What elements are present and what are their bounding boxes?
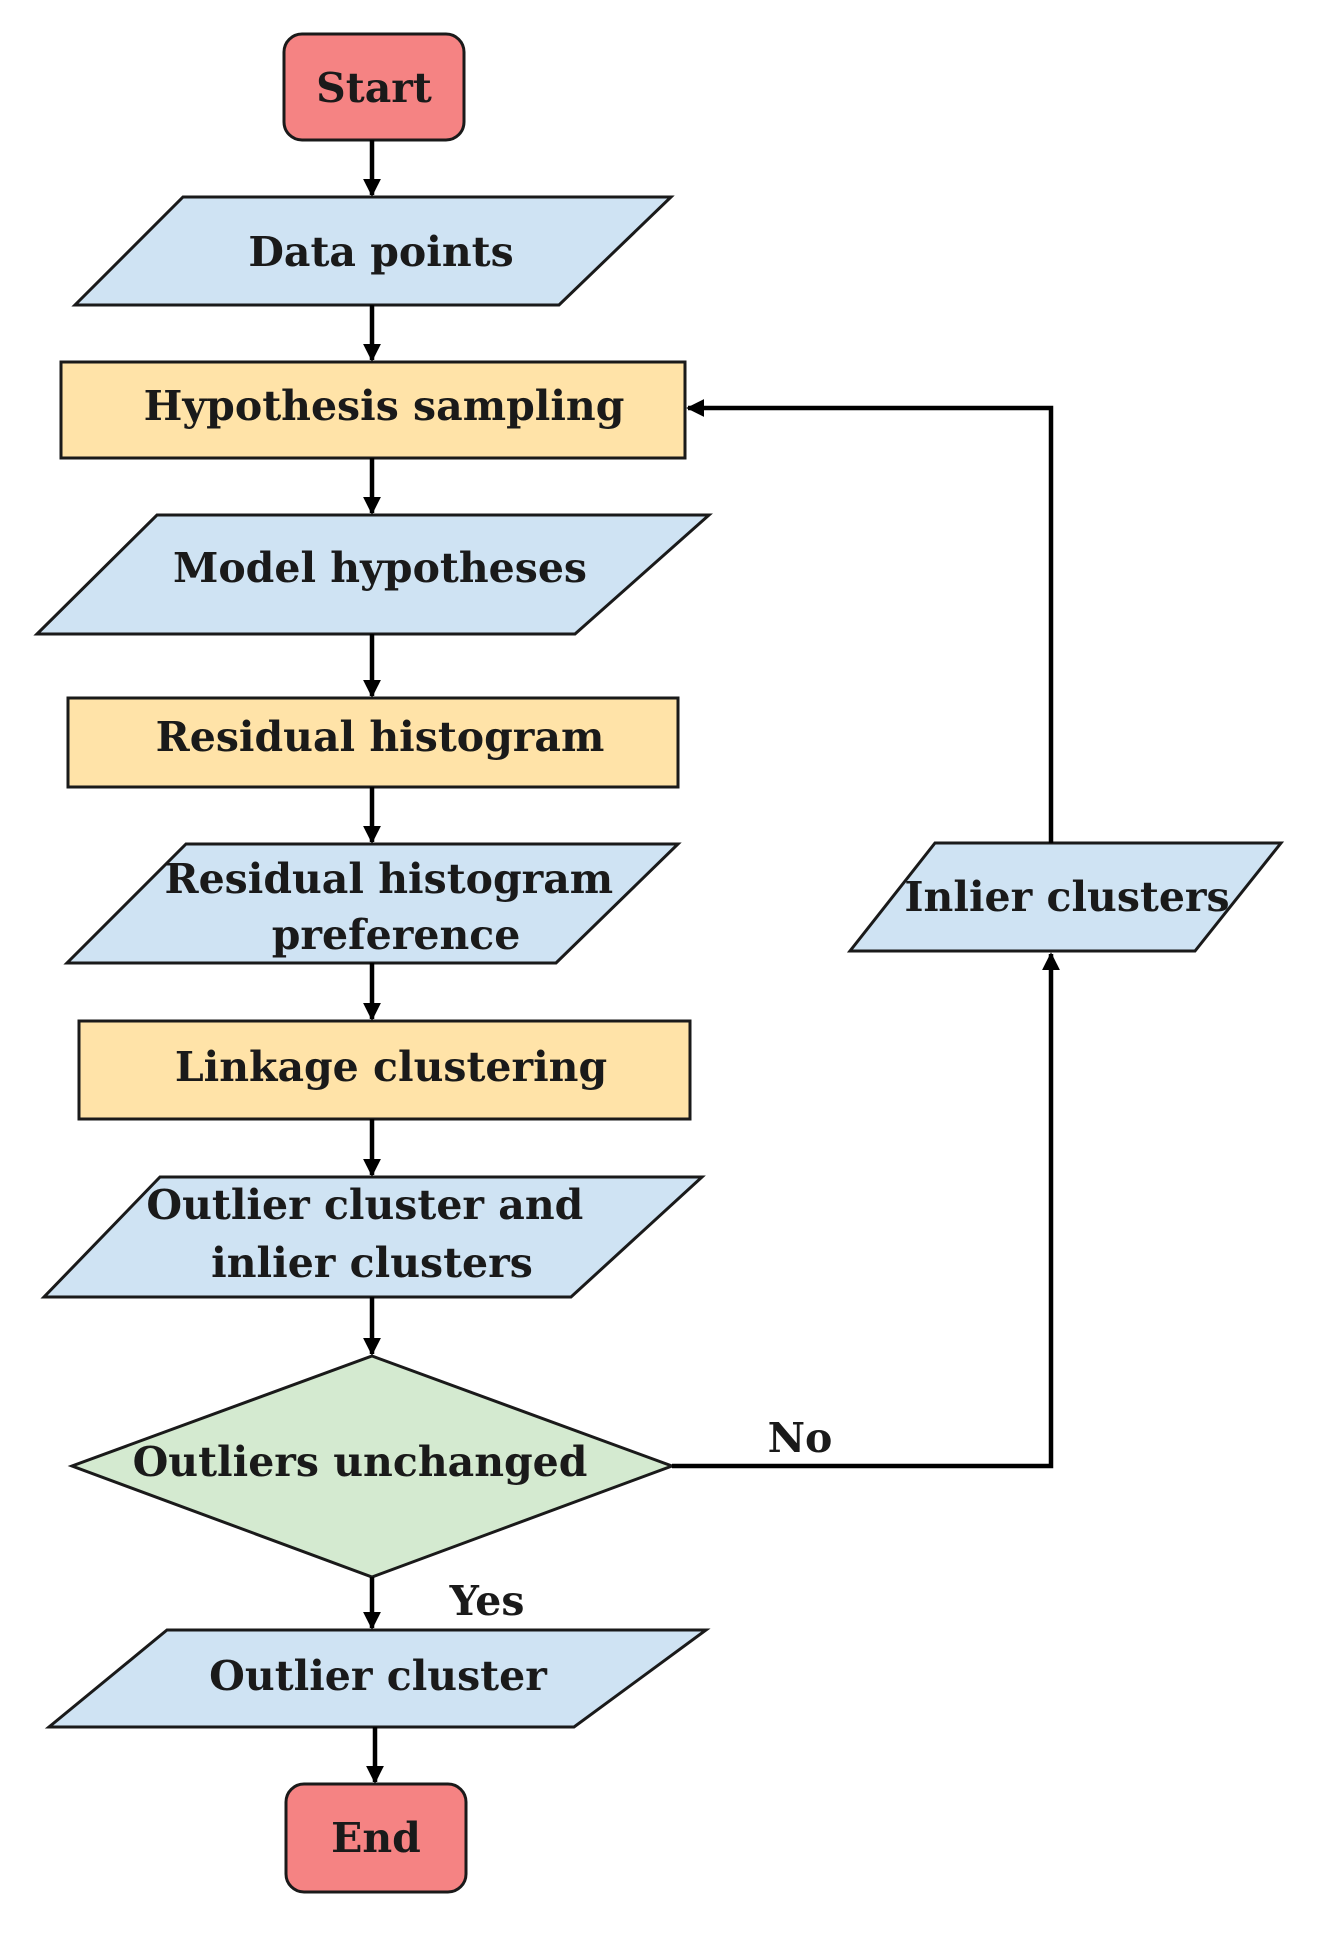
outlier-and-inlier-clusters-parallelogram: [40, 1175, 706, 1299]
start-label: Start: [316, 64, 432, 112]
residual-histogram-preference-label: Residual histogram preference: [165, 855, 628, 959]
yes-edge-label: Yes: [449, 1577, 525, 1625]
inlier-clusters-label: Inlier clusters: [904, 873, 1229, 921]
outlier-cluster-label: Outlier cluster: [209, 1652, 548, 1700]
residual-histogram-label: Residual histogram: [156, 713, 605, 761]
data-points-label: Data points: [248, 228, 513, 276]
outliers-unchanged-label: Outliers unchanged: [133, 1438, 588, 1486]
data-points-parallelogram: [71, 195, 675, 307]
linkage-clustering-label: Linkage clustering: [175, 1043, 607, 1091]
hypothesis-sampling-process: [59, 360, 687, 460]
hypothesis-sampling-label: Hypothesis sampling: [144, 382, 625, 430]
linkage-clustering-process: [77, 1019, 692, 1121]
arrow-inlier-clusters-to-hypothesis-sampling: [686, 399, 1054, 843]
outlier-cluster-parallelogram: [44, 1628, 711, 1729]
no-edge-label: No: [768, 1414, 833, 1462]
end-terminal: [284, 1782, 468, 1894]
residual-histogram-process: [66, 696, 680, 789]
residual-histogram-preference-parallelogram: [63, 842, 682, 965]
model-hypotheses-parallelogram: [33, 513, 713, 636]
outlier-and-inlier-clusters-label: Outlier cluster and inlier clusters: [146, 1181, 597, 1287]
end-label: End: [331, 1814, 421, 1862]
model-hypotheses-label: Model hypotheses: [173, 544, 587, 592]
inlier-clusters-parallelogram: [846, 841, 1285, 953]
arrow-decision-no-to-inlier-clusters: [672, 952, 1060, 1469]
